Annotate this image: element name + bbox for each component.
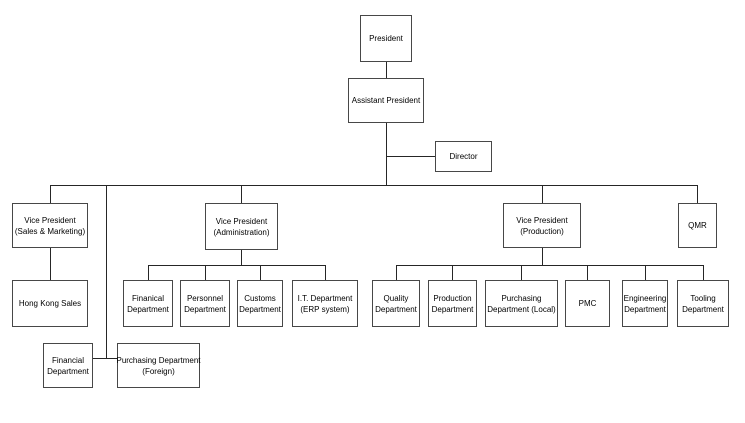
node-it-department: I.T. Department (ERP system) (292, 280, 358, 327)
stub-quality-department (396, 265, 397, 280)
connector-vpsales-hongkong (50, 248, 51, 280)
stub-engineering-department (645, 265, 646, 280)
connector-vpproduction-rail (542, 248, 543, 265)
node-vp-production: Vice President (Production) (503, 203, 581, 248)
node-assistant-president: Assistant President (348, 78, 424, 123)
production-rail (396, 265, 704, 266)
stub-pmc (587, 265, 588, 280)
connector-financial-purchasing-foreign (93, 358, 117, 359)
node-qmr: QMR (678, 203, 717, 248)
node-president: President (360, 15, 412, 62)
drop-vp-production (542, 185, 543, 203)
node-purchasing-department-foreign: Purchasing Department (Foreign) (116, 343, 201, 388)
stub-customs-department (260, 265, 261, 280)
main-rail (50, 185, 698, 186)
node-vp-administration: Vice President (Administration) (205, 203, 278, 250)
drop-qmr (697, 185, 698, 203)
node-director: Director (435, 141, 492, 172)
administration-rail (148, 265, 326, 266)
stub-tooling-department (703, 265, 704, 280)
node-production-department: Production Department (428, 280, 477, 327)
stub-personnel-department (205, 265, 206, 280)
node-tooling-department: Tooling Department (677, 280, 729, 327)
connector-president-assistant (386, 62, 387, 78)
drop-foreign-purchasing-group (106, 185, 107, 358)
node-purchasing-department-local: Purchasing Department (Local) (485, 280, 558, 327)
node-customs-department: Customs Department (237, 280, 283, 327)
node-finanical-department: Finanical Department (123, 280, 173, 327)
stub-it-department (325, 265, 326, 280)
stub-purchasing-local (521, 265, 522, 280)
connector-vpadmin-rail (241, 250, 242, 265)
connector-director-branch (386, 156, 435, 157)
node-personnel-department: Personnel Department (180, 280, 230, 327)
node-financial-department: Financial Department (43, 343, 93, 388)
node-hong-kong-sales: Hong Kong Sales (12, 280, 88, 327)
stub-production-department (452, 265, 453, 280)
drop-vp-sales-marketing (50, 185, 51, 203)
stub-finanical-department (148, 265, 149, 280)
node-pmc: PMC (565, 280, 610, 327)
connector-assistant-mainline (386, 123, 387, 185)
node-quality-department: Quality Department (372, 280, 420, 327)
drop-vp-administration (241, 185, 242, 203)
node-vp-sales-marketing: Vice President (Sales & Marketing) (12, 203, 88, 248)
node-engineering-department: Engineering Department (622, 280, 668, 327)
